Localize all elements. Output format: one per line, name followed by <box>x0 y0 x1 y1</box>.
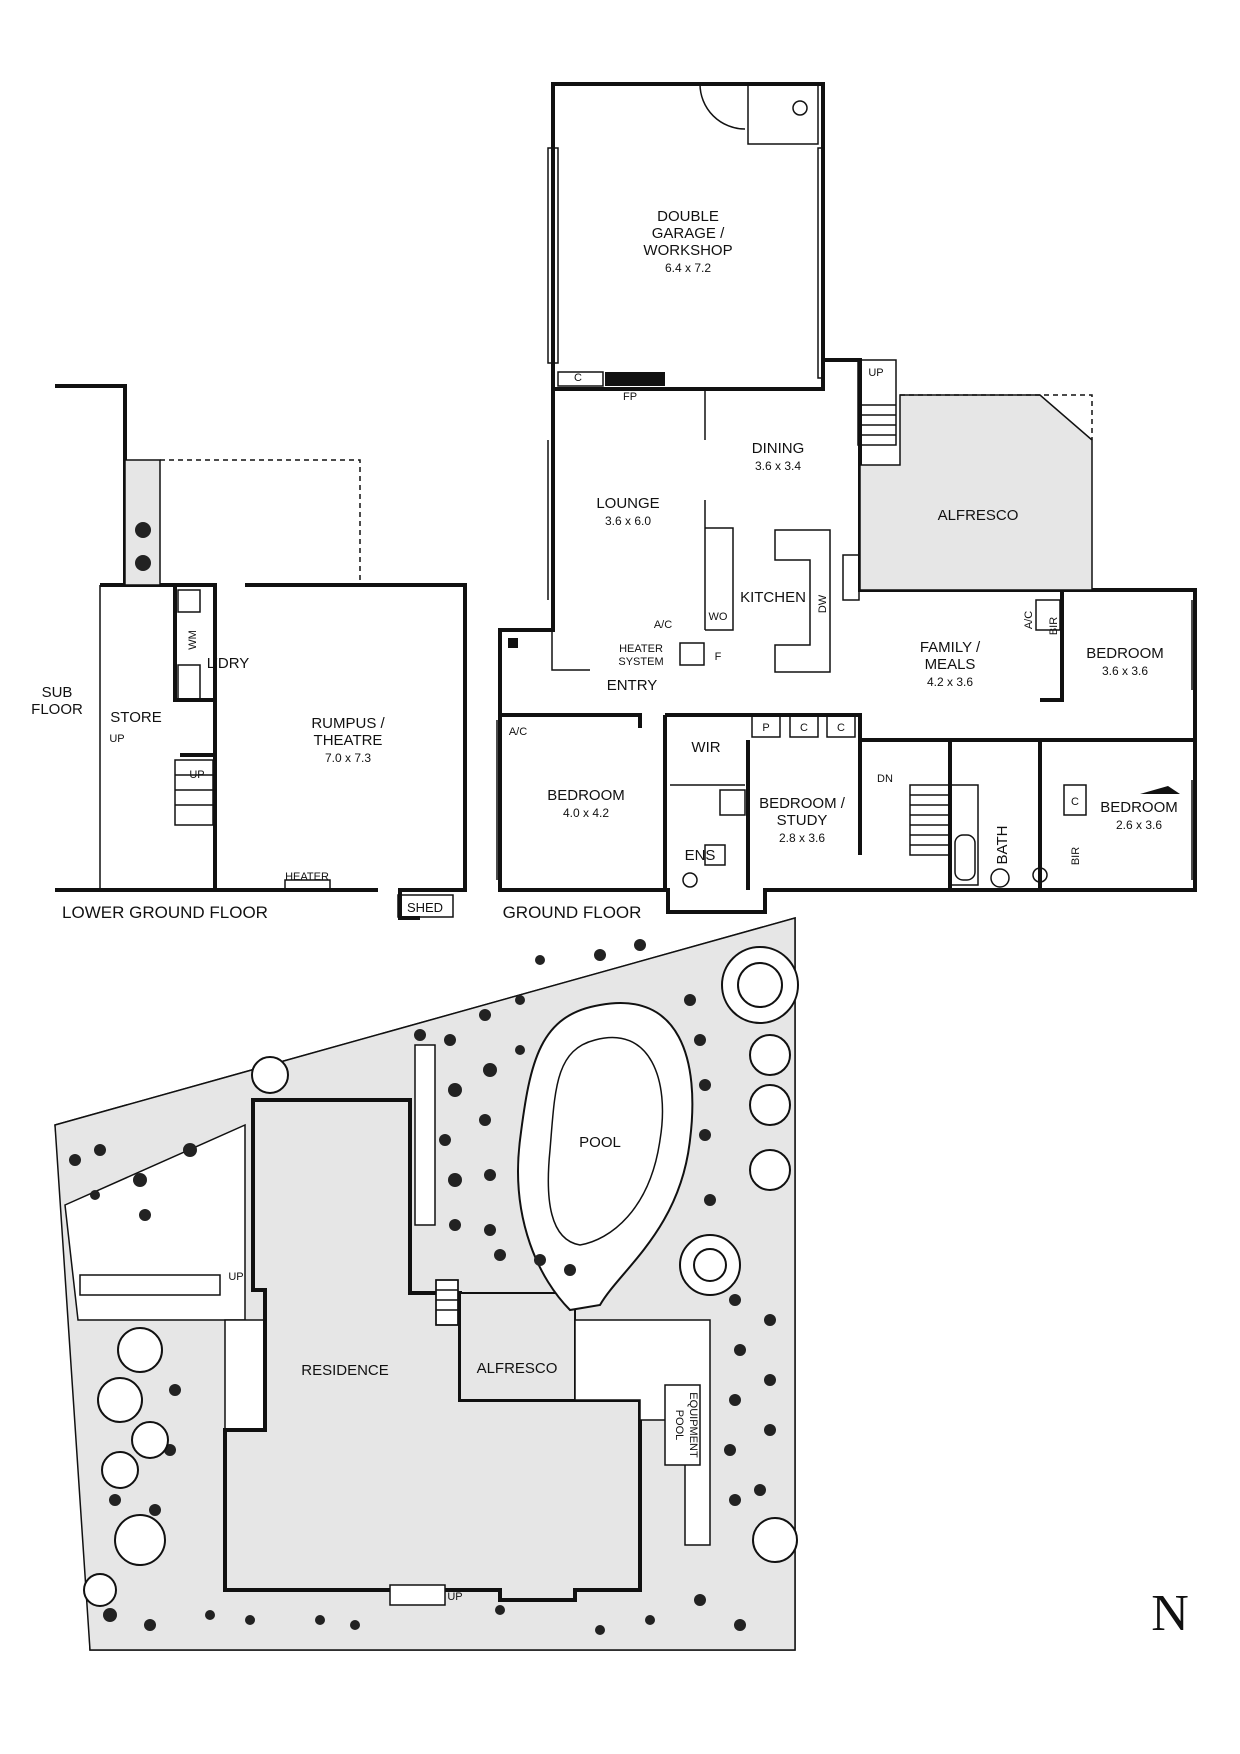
rumpus-label-2: THEATRE <box>314 732 383 749</box>
site-stair-up-label-2: UP <box>447 1591 462 1603</box>
family-label-2: MEALS <box>925 656 976 673</box>
laundry-label: L'DRY <box>207 655 250 672</box>
heater-system-label-2: SYSTEM <box>618 656 663 668</box>
rumpus-label-1: RUMPUS / <box>311 715 385 732</box>
stair-up-label-lower: UP <box>189 769 204 781</box>
fireplace-label: FP <box>623 391 637 403</box>
heater-system-label-1: HEATER <box>619 643 663 655</box>
bedroom-ne-size: 3.6 x 3.6 <box>1102 664 1148 678</box>
garage-label-2: GARAGE / <box>652 225 725 242</box>
pool-equipment-label-1: POOL <box>673 1410 685 1441</box>
heater-label: HEATER <box>285 871 329 883</box>
bedroom-se-label: BEDROOM <box>1100 799 1178 816</box>
cupboard-label-se: C <box>1071 796 1079 808</box>
alfresco-upper-label: ALFRESCO <box>938 507 1019 524</box>
wir-label: WIR <box>691 739 720 756</box>
ac-label-bedroom: A/C <box>509 726 527 738</box>
kitchen-label: KITCHEN <box>740 589 806 606</box>
residence-label: RESIDENCE <box>301 1362 389 1379</box>
subfloor-label-2: FLOOR <box>31 701 83 718</box>
ens-label: ENS <box>685 847 716 864</box>
lounge-label: LOUNGE <box>596 495 659 512</box>
family-size: 4.2 x 3.6 <box>927 675 973 689</box>
bedroom-study-label-1: BEDROOM / <box>759 795 846 812</box>
garage-label-1: DOUBLE <box>657 208 719 225</box>
bedroom-main-size: 4.0 x 4.2 <box>563 806 609 820</box>
bedroom-main-label: BEDROOM <box>547 787 625 804</box>
pool-equipment-label-2: EQUIPMENT <box>687 1392 699 1458</box>
bedroom-study-size: 2.8 x 3.6 <box>779 831 825 845</box>
subfloor-label-1: SUB <box>42 684 73 701</box>
dining-label: DINING <box>752 440 805 457</box>
site-stair-up-label-1: UP <box>228 1271 243 1283</box>
ground-floor-plan <box>496 82 1197 914</box>
cupboard-label-2: C <box>837 722 845 734</box>
shed-label: SHED <box>407 900 443 915</box>
pantry-label: P <box>762 722 769 734</box>
fridge-label: F <box>715 651 722 663</box>
lower-ground-floor-plan <box>55 384 467 920</box>
bedroom-study-label-2: STUDY <box>777 812 828 829</box>
bir-label-ne: BIR <box>1048 617 1060 635</box>
ac-label-family: A/C <box>1023 611 1035 629</box>
rumpus-size: 7.0 x 7.3 <box>325 751 371 765</box>
washing-machine-label: WM <box>187 630 199 650</box>
lower-ground-floor-title: LOWER GROUND FLOOR <box>62 903 268 922</box>
bath-label: BATH <box>994 826 1011 865</box>
ac-label-kitchen: A/C <box>654 619 672 631</box>
garage-cupboard-label: C <box>574 372 582 384</box>
lounge-size: 3.6 x 6.0 <box>605 514 651 528</box>
store-label: STORE <box>110 709 161 726</box>
dining-size: 3.6 x 3.4 <box>755 459 801 473</box>
garage-size: 6.4 x 7.2 <box>665 261 711 275</box>
cupboard-label-1: C <box>800 722 808 734</box>
stair-up-label-ground: UP <box>868 367 883 379</box>
compass-label: N <box>1151 1585 1189 1642</box>
site-plan <box>54 917 799 1651</box>
stair-down-label: DN <box>877 773 893 785</box>
wall-oven-label: WO <box>709 611 728 623</box>
bir-label-se: BIR <box>1070 847 1082 865</box>
entry-label: ENTRY <box>607 677 658 694</box>
bedroom-ne-label: BEDROOM <box>1086 645 1164 662</box>
stair-up-label-subfloor: UP <box>109 733 124 745</box>
family-label-1: FAMILY / <box>920 639 981 656</box>
alfresco-site-label: ALFRESCO <box>477 1360 558 1377</box>
pool-label: POOL <box>579 1134 621 1151</box>
dishwasher-label: DW <box>817 594 829 613</box>
garage-label-3: WORKSHOP <box>643 242 732 259</box>
bedroom-se-size: 2.6 x 3.6 <box>1116 818 1162 832</box>
ground-floor-title: GROUND FLOOR <box>503 903 642 922</box>
north-compass-icon: N <box>1140 786 1189 1642</box>
